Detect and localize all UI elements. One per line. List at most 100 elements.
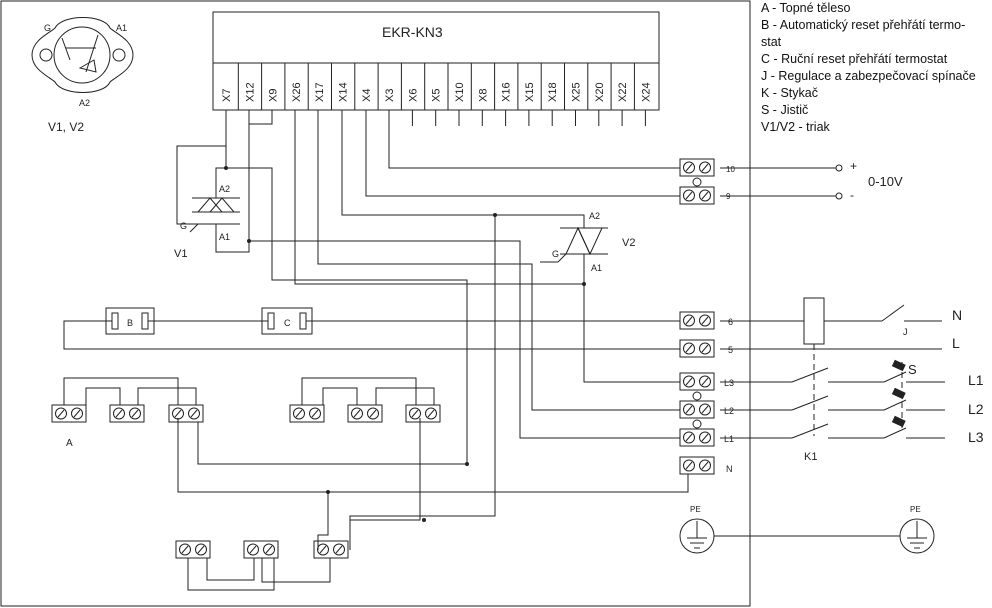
v1-label: V1	[174, 248, 187, 260]
terminal-x17: X17	[314, 82, 326, 102]
clamp-9	[679, 186, 715, 205]
heater-link	[375, 387, 435, 405]
clamp-10	[679, 158, 715, 177]
terminal-x10: X10	[454, 82, 466, 102]
heater-clamp-2	[109, 404, 145, 423]
triac-package-icon: G A1 A2 V1, V2	[31, 17, 134, 134]
signal-minus: -	[850, 188, 854, 202]
v2-a1: A1	[591, 263, 602, 273]
terminal-x22: X22	[617, 82, 629, 102]
heater-link	[63, 377, 179, 405]
heater-clamp-2	[347, 404, 383, 423]
heater-element-3	[175, 540, 349, 559]
terminal-x26: X26	[291, 82, 303, 102]
heater-clamp-1	[175, 540, 211, 559]
clamp-l1	[679, 428, 715, 447]
icon-pin-a1: A1	[116, 23, 127, 33]
terminal-x8: X8	[477, 89, 489, 102]
heater-wiring	[177, 418, 689, 550]
supply-l3: L3	[968, 429, 984, 445]
icon-caption: V1, V2	[48, 120, 84, 134]
terminal-n: N	[726, 464, 733, 474]
terminal-x12: X12	[244, 82, 256, 102]
power-supply: J N L K1 S L1 L2 L3	[720, 297, 984, 463]
thermostat-b-label: B	[127, 318, 133, 328]
terminal-x24: X24	[640, 82, 652, 102]
icon-pin-g: G	[44, 23, 51, 33]
heater-link	[261, 558, 331, 583]
terminal-x16: X16	[501, 82, 513, 102]
signal-range: 0-10V	[868, 174, 903, 189]
heater-link	[322, 387, 358, 405]
heater-clamp-1	[289, 404, 325, 423]
thermostat-b: B	[105, 307, 155, 335]
terminal-10: 10	[726, 165, 735, 174]
heater-clamp-3	[313, 540, 349, 559]
supply-l: L	[952, 335, 960, 351]
terminal-x14: X14	[338, 82, 350, 102]
legend-item: K - Stykač	[761, 86, 818, 100]
heater-clamp-3	[405, 404, 441, 423]
heater-element-2	[289, 404, 441, 423]
heater-clamp-3	[168, 404, 204, 423]
signal-input: + - 0-10V	[720, 159, 903, 202]
triac-v2: A2 A1 G V2	[552, 211, 635, 273]
pe-left-label: PE	[690, 505, 701, 514]
terminal-block	[679, 158, 715, 475]
control-wiring	[176, 110, 688, 550]
terminal-l1: L1	[724, 434, 734, 444]
v1-g: G	[180, 221, 187, 231]
pe-right: PE	[899, 505, 935, 554]
terminal-5: 5	[728, 345, 733, 355]
contactor-k1-label: K1	[804, 451, 817, 463]
terminal-l2: L2	[724, 406, 734, 416]
terminal-l3: L3	[724, 378, 734, 388]
pe-left: PE	[679, 505, 715, 554]
legend: A - Topné těleso B - Automatický reset p…	[761, 0, 989, 136]
terminal-6: 6	[728, 317, 733, 327]
terminal-x20: X20	[594, 82, 606, 102]
heater-clamp-1	[51, 404, 87, 423]
terminal-x5: X5	[431, 89, 443, 102]
heater-link	[206, 558, 255, 581]
heater-clamp-2	[243, 540, 279, 559]
terminal-x15: X15	[524, 82, 536, 102]
breaker-s-label: S	[908, 362, 917, 377]
legend-item: V1/V2 - triak	[761, 120, 830, 134]
supply-n: N	[952, 307, 962, 323]
terminal-x25: X25	[571, 82, 583, 102]
thermostat-c: C	[261, 307, 313, 335]
heater-link	[187, 558, 275, 591]
terminal-x18: X18	[547, 82, 559, 102]
supply-l2: L2	[968, 401, 984, 417]
v1-a1: A1	[219, 232, 230, 242]
legend-item: J - Regulace a zabezpečovací spínače	[761, 69, 976, 83]
legend-item: S - Jistič	[761, 103, 809, 117]
v2-label: V2	[622, 237, 635, 249]
legend-item: C - Ruční reset přehřátí termostat	[761, 52, 948, 66]
clamp-6	[679, 311, 715, 330]
icon-pin-a2: A2	[79, 98, 90, 108]
terminal-x7: X7	[221, 89, 233, 102]
terminal-x9: X9	[268, 89, 280, 102]
terminal-x4: X4	[361, 89, 373, 102]
controller-title: EKR-KN3	[382, 24, 443, 40]
enclosure-frame	[0, 0, 751, 607]
v2-a2: A2	[589, 211, 600, 221]
clamp-5	[679, 339, 715, 358]
pe-right-label: PE	[910, 505, 921, 514]
clamp-l3	[679, 372, 715, 391]
heater-link	[301, 377, 417, 405]
triac-v1: A2 A1 G V1	[174, 184, 240, 260]
v2-g: G	[552, 249, 559, 259]
clamp-l2	[679, 400, 715, 419]
thermostat-c-label: C	[284, 318, 291, 328]
supply-l1: L1	[968, 372, 984, 388]
terminal-x3: X3	[384, 89, 396, 102]
heater-label: A	[66, 438, 73, 449]
v1-a2: A2	[219, 184, 230, 194]
heater-element-a	[51, 404, 204, 423]
clamp-n	[679, 456, 715, 475]
